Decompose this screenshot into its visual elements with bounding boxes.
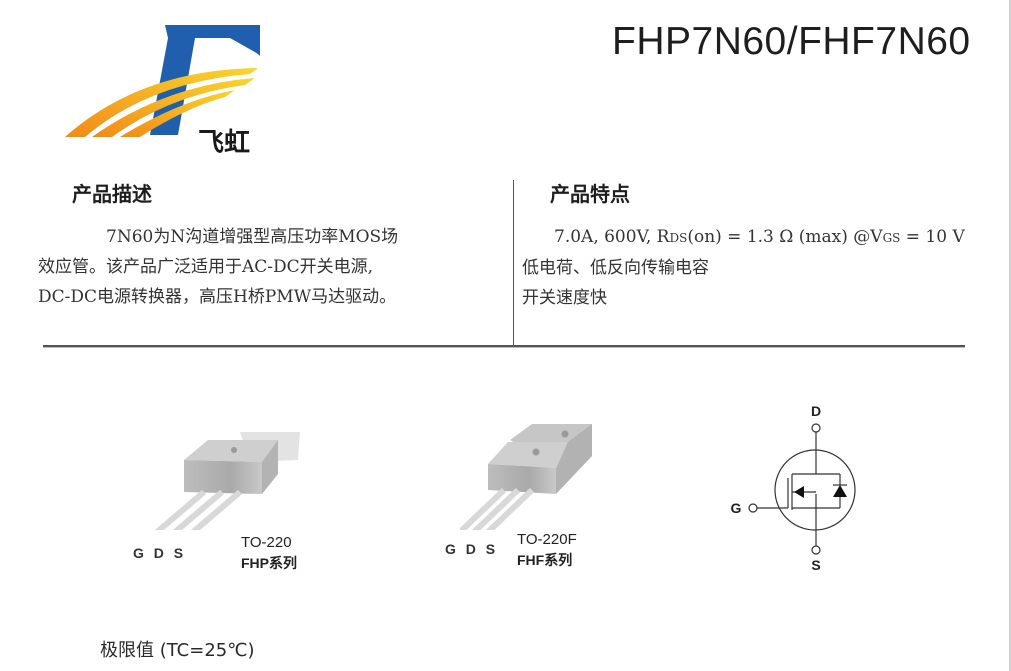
to220f-label: TO-220F FHF系列 (517, 530, 577, 570)
to220f-pin-labels: G D S (445, 541, 496, 557)
page-edge-border (1009, 0, 1011, 671)
spec-text: (on) = 1.3 Ω (max) @V (687, 227, 883, 247)
spec-text: = 10 V (900, 227, 965, 247)
to220f-package-icon (457, 424, 592, 535)
column-divider (513, 180, 514, 346)
vgs-subscript: GS (882, 231, 901, 245)
features-heading: 产品特点 (550, 182, 630, 206)
part-number-title: FHP7N60/FHF7N60 (612, 20, 971, 63)
feihong-logo-icon: 飞虹 (65, 25, 260, 158)
description-heading: 产品描述 (72, 182, 152, 206)
absolute-max-ratings-heading: 极限值 (TC=25℃) (100, 640, 255, 661)
package-name: TO-220F (517, 531, 577, 548)
source-label: S (811, 557, 820, 573)
features-body: 7.0A, 600V, RDS(on) = 1.3 Ω (max) @VGS =… (522, 222, 1002, 313)
description-line: 效应管。该产品广泛适用于AC-DC开关电源, (38, 257, 374, 277)
to220-package-image (148, 420, 310, 541)
description-body: 7N60为N沟道增强型高压功率MOS场 效应管。该产品广泛适用于AC-DC开关电… (38, 222, 508, 312)
svg-text:飞虹: 飞虹 (198, 128, 250, 158)
n-channel-mosfet-symbol-icon: D G S (731, 403, 856, 573)
drain-label: D (811, 403, 821, 419)
feature-item: 开关速度快 (522, 288, 607, 308)
feature-item: 低电荷、低反向传输电容 (522, 258, 709, 278)
company-logo: 飞虹 (30, 0, 290, 160)
package-name: TO-220 (241, 534, 292, 551)
spec-text: 7.0A, 600V, R (554, 227, 670, 247)
to220-package-icon (148, 432, 300, 541)
description-line: 7N60为N沟道增强型高压功率MOS场 (106, 227, 399, 247)
package-series: FHF系列 (517, 552, 573, 568)
rds-subscript: DS (669, 231, 688, 245)
to220-pin-labels: G D S (133, 545, 184, 561)
description-line: DC-DC电源转换器，高压H桥PMW马达驱动。 (38, 287, 397, 307)
to220-label: TO-220 FHP系列 (241, 533, 297, 573)
package-series: FHP系列 (241, 555, 297, 571)
section-rule (43, 345, 965, 348)
to220f-package-image (457, 420, 610, 535)
feature-spec-line: 7.0A, 600V, RDS(on) = 1.3 Ω (max) @VGS =… (522, 222, 1002, 253)
gate-label: G (731, 500, 742, 516)
mosfet-schematic: D G S (720, 390, 900, 580)
